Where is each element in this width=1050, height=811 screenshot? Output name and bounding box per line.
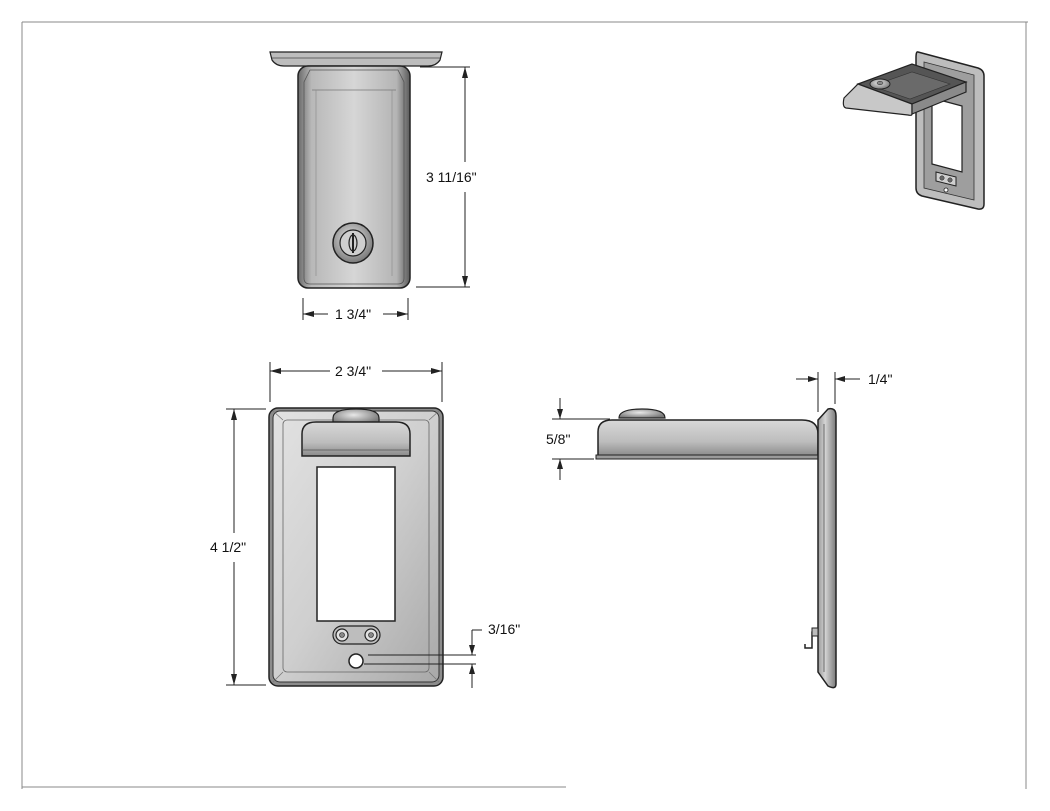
dim-top-view-width: 1 3/4" [302,298,409,322]
sheet-border [21,21,1028,789]
dim-label-plate-thickness: 1/4" [868,371,892,387]
top-view [269,51,443,289]
dim-top-view-height: 3 11/16" [416,66,477,288]
dim-front-height: 4 1/2" [210,408,266,686]
screw-icon [332,625,381,645]
dim-label-screw-offset: 3/16" [488,621,520,637]
dim-label-side-depth: 5/8" [546,431,570,447]
dim-front-width: 2 3/4" [269,362,443,402]
front-view [268,407,444,687]
side-view [595,407,837,689]
dim-label-front-height: 4 1/2" [210,539,246,555]
dim-side-depth: 5/8" [546,398,610,480]
dim-plate-thickness: 1/4" [796,371,892,412]
dim-label-top-width: 1 3/4" [335,306,371,322]
dim-label-top-height: 3 11/16" [426,169,477,185]
dim-label-front-width: 2 3/4" [335,363,371,379]
dim-screw-offset: 3/16" [364,621,520,688]
isometric-view [842,51,985,210]
lock-icon [332,222,374,264]
